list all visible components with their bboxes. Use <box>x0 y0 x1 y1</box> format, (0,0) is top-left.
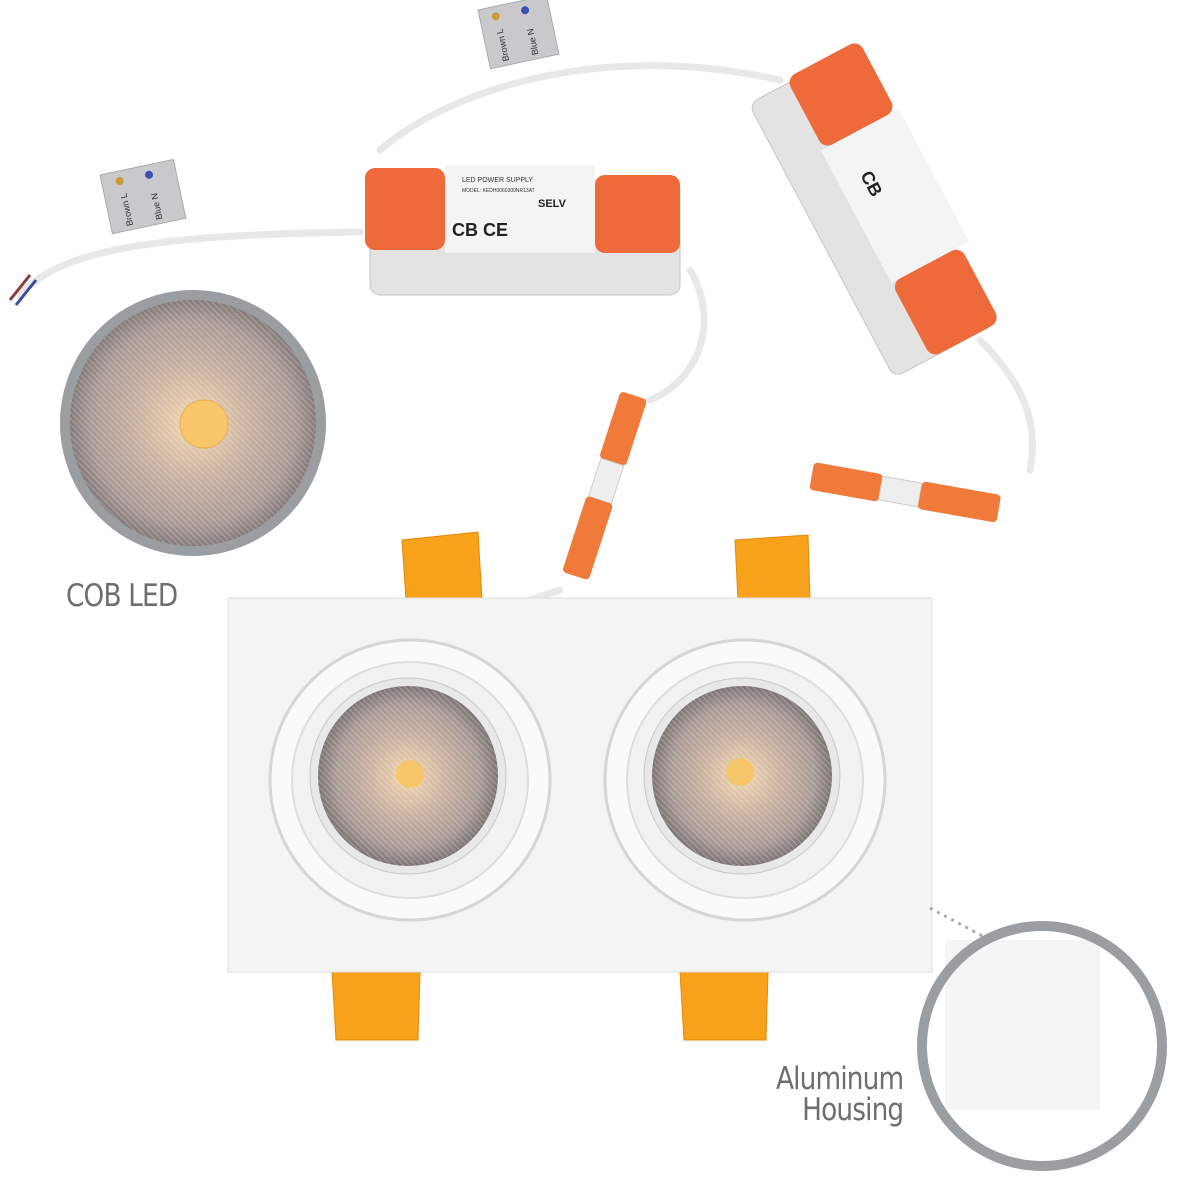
lamp-right <box>603 638 887 922</box>
driver-selv: SELV <box>538 198 567 210</box>
led-driver-right: CB <box>751 43 997 375</box>
wires <box>16 62 1037 604</box>
connector-right <box>809 462 1001 523</box>
wire-tag-right: Brown L Blue N <box>477 0 560 70</box>
spring-clips <box>331 531 811 1041</box>
lamp-left <box>268 638 552 922</box>
cob-chip <box>396 760 424 788</box>
housing-label-line1: Aluminum <box>776 1061 904 1097</box>
driver-model: MODEL: KEDH0060300NR13AT <box>462 188 535 194</box>
cob-chip <box>726 758 754 786</box>
driver-title: LED POWER SUPPLY <box>462 177 533 184</box>
cob-led-detail-callout <box>60 290 326 556</box>
cob-led-label: COB LED <box>66 578 178 614</box>
housing-detail-callout <box>917 906 1167 1171</box>
led-driver-left: LED POWER SUPPLY MODEL: KEDH0060300NR13A… <box>365 165 681 296</box>
wire-ends <box>8 274 38 306</box>
connector-left <box>563 392 647 580</box>
wire-tag-left: Brown L Blue N <box>99 158 187 235</box>
housing-label-line2: Housing <box>802 1092 904 1128</box>
driver-cert-marks: CB CE <box>452 220 508 240</box>
aluminum-housing-label: Aluminum Housing <box>776 1061 904 1128</box>
